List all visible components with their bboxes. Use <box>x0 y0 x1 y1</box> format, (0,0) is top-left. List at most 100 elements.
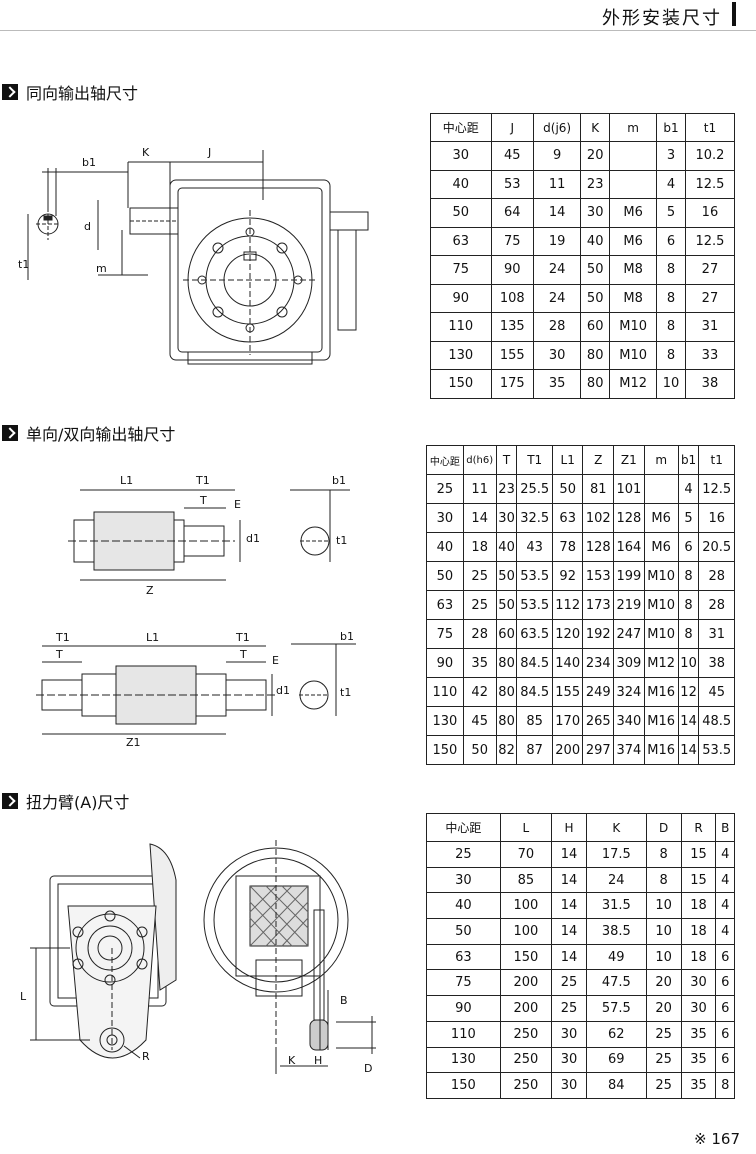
dim-label: B <box>340 994 348 1007</box>
chevron-right-icon <box>2 792 20 810</box>
table-header: B <box>715 813 735 842</box>
table-cell: 50 <box>426 561 464 591</box>
table-cell: 14 <box>677 706 700 736</box>
table-cell: 153 <box>582 561 615 591</box>
gearbox-output-shaft-drawing: b1 K J d t1 m <box>18 146 369 365</box>
table-cell: 25.5 <box>516 474 553 504</box>
dim-label: J <box>207 146 211 159</box>
table-cell: 8 <box>677 561 700 591</box>
table-cell: 25 <box>426 841 501 868</box>
dim-label: L1 <box>120 474 133 487</box>
table-header: K <box>586 813 647 842</box>
table-cell: 30 <box>495 503 518 533</box>
table-cell: 18 <box>680 892 717 920</box>
table-cell: 17.5 <box>586 841 647 868</box>
table-cell: 78 <box>551 532 584 562</box>
table-cell: 40 <box>426 892 501 920</box>
table-cell: 31.5 <box>586 892 647 920</box>
table-cell: 24 <box>586 866 647 894</box>
table-cell: 30 <box>426 503 464 533</box>
table-cell: M16 <box>643 735 679 765</box>
table-cell: 155 <box>551 677 584 707</box>
table-header: m <box>609 113 658 142</box>
table-cell: 130 <box>426 706 464 736</box>
table-header: 中心距 <box>426 813 501 842</box>
table-cell <box>643 474 679 504</box>
table-cell: M16 <box>643 706 679 736</box>
table-cell: 8 <box>656 283 686 313</box>
table-cell: 10.2 <box>684 141 736 171</box>
table-cell: 38 <box>684 369 736 399</box>
table-cell: 14 <box>532 198 582 228</box>
dim-label: T <box>55 648 63 661</box>
table-cell: 69 <box>586 1046 647 1074</box>
section-heading-single-double: 单向/双向输出轴尺寸 <box>2 421 175 445</box>
table-cell: 25 <box>462 561 497 591</box>
table-cell: 18 <box>462 532 497 562</box>
table-header: d(h6) <box>462 445 497 475</box>
table-cell: 8 <box>677 590 700 620</box>
section-title: 同向输出轴尺寸 <box>26 84 139 103</box>
dim-label: D <box>364 1062 372 1075</box>
table-cell: 150 <box>499 943 553 971</box>
table-cell: 27 <box>684 283 736 313</box>
table-cell: 81 <box>582 474 615 504</box>
table-cell: 192 <box>582 619 615 649</box>
table-cell: 30 <box>551 1072 587 1099</box>
table-cell: 10 <box>677 648 700 678</box>
table-cell: 84.5 <box>516 677 553 707</box>
table-cell: 50 <box>462 735 497 765</box>
table-cell: 40 <box>430 169 492 199</box>
table-cell: 63.5 <box>516 619 553 649</box>
table-cell <box>609 141 658 171</box>
table-cell: 234 <box>582 648 615 678</box>
dim-label: T <box>239 648 247 661</box>
table-cell: 249 <box>582 677 615 707</box>
table-cell: 108 <box>490 283 534 313</box>
page-number: ※ 167 <box>694 1130 740 1148</box>
table-cell: 63 <box>426 943 501 971</box>
table-cell: 10 <box>645 892 682 920</box>
table-cell: 164 <box>613 532 645 562</box>
table-cell: 33 <box>684 340 736 370</box>
table-cell: 23 <box>580 169 611 199</box>
table-cell: 57.5 <box>586 995 647 1022</box>
table-cell: 4 <box>656 169 686 199</box>
table-cell: 200 <box>499 969 553 997</box>
table-cell: 14 <box>551 943 587 971</box>
table-cell: 32.5 <box>516 503 553 533</box>
table-cell: 12.5 <box>684 226 736 256</box>
table-cell: 10 <box>656 369 686 399</box>
table-cell: 14 <box>677 735 700 765</box>
table-cell: 64 <box>490 198 534 228</box>
table-cell: 25 <box>426 474 464 504</box>
table-cell: 128 <box>582 532 615 562</box>
table-cell: 85 <box>499 866 553 894</box>
table-cell: 63 <box>551 503 584 533</box>
chevron-right-icon <box>2 424 20 442</box>
table-cell: 84.5 <box>516 648 553 678</box>
table-cell: 43 <box>516 532 553 562</box>
table-cell: 30 <box>680 995 717 1022</box>
section-title: 单向/双向输出轴尺寸 <box>26 425 176 444</box>
table-cell: 23 <box>495 474 518 504</box>
table-header: t1 <box>684 113 736 142</box>
table-cell: 200 <box>551 735 584 765</box>
table-cell: 50 <box>495 590 518 620</box>
table-cell: 92 <box>551 561 584 591</box>
table-cell: 85 <box>516 706 553 736</box>
table-cell: 35 <box>680 1072 717 1099</box>
table-cell: 62 <box>586 1020 647 1048</box>
table-cell: 16 <box>684 198 736 228</box>
table-cell: 70 <box>499 841 553 868</box>
table-cell: 75 <box>426 969 501 997</box>
table-cell: 10 <box>645 918 682 945</box>
table-cell: 170 <box>551 706 584 736</box>
dim-label: Z <box>146 584 154 597</box>
table-cell: 20 <box>645 995 682 1022</box>
table-cell: 90 <box>426 648 464 678</box>
